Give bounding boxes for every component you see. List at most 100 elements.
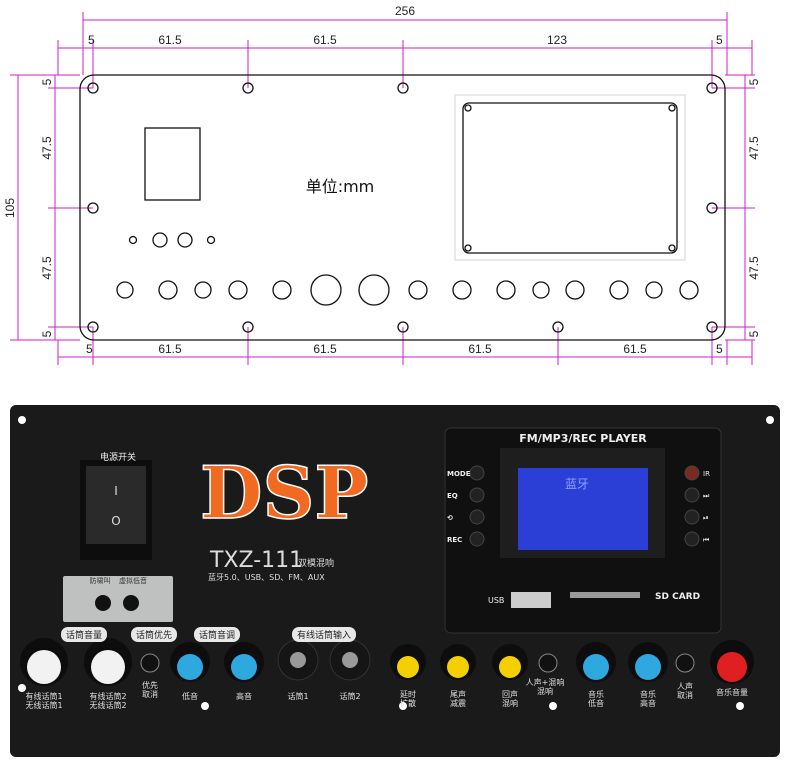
virtual-bass-button[interactable] <box>123 595 139 611</box>
label-mode: 人声+混响 混响 <box>525 678 565 696</box>
group-mic-volume: 话筒音量 <box>61 627 108 642</box>
control-hole <box>116 281 134 299</box>
control-hole <box>358 274 390 306</box>
delay-knob[interactable] <box>390 644 426 680</box>
label-music-treble: 音乐 高音 <box>640 690 656 708</box>
feature-list: 蓝牙5.0、USB、SD、FM、AUX <box>208 572 325 582</box>
dimension-lines <box>10 12 755 365</box>
mount-hole <box>87 202 99 214</box>
mic-priority-button[interactable] <box>140 653 160 673</box>
dim-bottom-1: 61.5 <box>158 342 182 356</box>
dim-bottom-5: 5 <box>716 342 723 356</box>
button-plate <box>63 576 173 622</box>
player-button-icon: ⏯ <box>703 514 709 522</box>
group-wired-mic-input: 有线话筒输入 <box>292 627 357 642</box>
dim-top-1: 61.5 <box>158 33 182 47</box>
player-button[interactable] <box>684 487 700 503</box>
mount-hole <box>397 82 409 94</box>
dim-bottom-4: 61.5 <box>623 342 647 356</box>
mount-hole <box>87 321 99 333</box>
mount-hole <box>706 202 718 214</box>
label-mic1: 有线话筒1 无线话筒1 <box>25 692 63 710</box>
mic2-volume-knob[interactable] <box>84 638 132 686</box>
echo-knob[interactable] <box>492 644 528 680</box>
control-hole <box>452 280 472 300</box>
mount-hole <box>397 321 409 333</box>
player-button-label: EQ <box>447 492 458 500</box>
label-treble: 高音 <box>236 692 252 701</box>
overall-height: 105 <box>3 198 17 218</box>
label-tail: 尾声 减震 <box>450 690 466 708</box>
mic-treble-knob[interactable] <box>224 642 264 682</box>
player-button-label: REC <box>447 536 462 544</box>
tail-knob[interactable] <box>440 644 476 680</box>
anti-howl-label: 防啸叫 <box>90 576 111 585</box>
label-priority: 优先 取消 <box>142 681 158 699</box>
control-hole <box>496 280 516 300</box>
lcd-screw-hole <box>668 244 676 252</box>
player-button[interactable] <box>469 465 485 481</box>
sd-slot[interactable] <box>570 592 640 598</box>
mount-hole <box>706 82 718 94</box>
player-button[interactable] <box>469 487 485 503</box>
dim-bottom-2: 61.5 <box>313 342 337 356</box>
button-hole <box>206 235 216 245</box>
player-button-icon: IR <box>703 470 710 478</box>
dim-top-4: 5 <box>716 33 723 47</box>
vocal-cancel-button[interactable] <box>675 653 695 673</box>
player-button[interactable] <box>469 531 485 547</box>
label-music-bass: 音乐 低音 <box>588 690 604 708</box>
control-hole <box>609 280 629 300</box>
mic-bass-knob[interactable] <box>170 642 210 682</box>
screw-hole <box>766 416 774 424</box>
dim-top-3: 123 <box>547 33 567 47</box>
music-bass-knob[interactable] <box>576 642 616 682</box>
dim-right-2: 47.5 <box>747 256 761 280</box>
mount-hole <box>552 321 564 333</box>
player-button-icon: ⏮ <box>703 536 709 544</box>
dim-right-0: 5 <box>747 78 761 85</box>
sd-label: SD CARD <box>655 592 700 602</box>
dim-left-3: 5 <box>40 330 54 337</box>
lcd-text: 蓝牙 <box>565 477 589 491</box>
screw-hole <box>399 702 407 710</box>
button-hole <box>177 232 193 248</box>
anti-howl-button[interactable] <box>95 595 111 611</box>
screw-hole <box>201 702 209 710</box>
dsp-logo: DSP <box>200 450 369 535</box>
music-treble-knob[interactable] <box>628 642 668 682</box>
model-name: TXZ-111 <box>209 548 303 573</box>
group-mic-priority: 话筒优先 <box>131 627 178 642</box>
lcd-screw-hole <box>668 104 676 112</box>
switch-on-mark: I <box>114 484 118 498</box>
player-button[interactable] <box>684 509 700 525</box>
music-volume-knob[interactable] <box>710 640 754 684</box>
dim-top-0: 5 <box>88 33 95 47</box>
dim-bottom-3: 61.5 <box>468 342 492 356</box>
label-jack2: 话筒2 <box>339 692 361 701</box>
mic1-volume-knob[interactable] <box>20 638 68 686</box>
dim-left-1: 47.5 <box>40 136 54 160</box>
mode-button[interactable] <box>538 653 558 673</box>
dim-right-1: 47.5 <box>747 136 761 160</box>
dim-bottom-0: 5 <box>86 342 93 356</box>
player-button[interactable] <box>684 531 700 547</box>
label-bass: 低音 <box>182 692 198 701</box>
overall-width: 256 <box>395 4 415 18</box>
lcd-screw-hole <box>464 104 472 112</box>
control-hole <box>679 280 699 300</box>
power-switch[interactable] <box>86 466 146 544</box>
button-hole <box>128 235 138 245</box>
ir-receiver <box>684 465 700 481</box>
screw-hole <box>18 416 26 424</box>
player-button[interactable] <box>469 509 485 525</box>
screw-hole <box>18 684 26 692</box>
usb-port[interactable] <box>511 592 551 608</box>
panel-outline <box>79 74 726 341</box>
panel-photo: DSP TXZ-111 双模混响 蓝牙5.0、USB、SD、FM、AUX 电源开… <box>10 405 780 757</box>
virtual-bass-label: 虚拟低音 <box>119 576 147 585</box>
group-mic-tone: 话筒音调 <box>194 627 241 642</box>
dim-left-2: 47.5 <box>40 256 54 280</box>
screw-hole <box>736 702 744 710</box>
dim-right-3: 5 <box>747 330 761 337</box>
